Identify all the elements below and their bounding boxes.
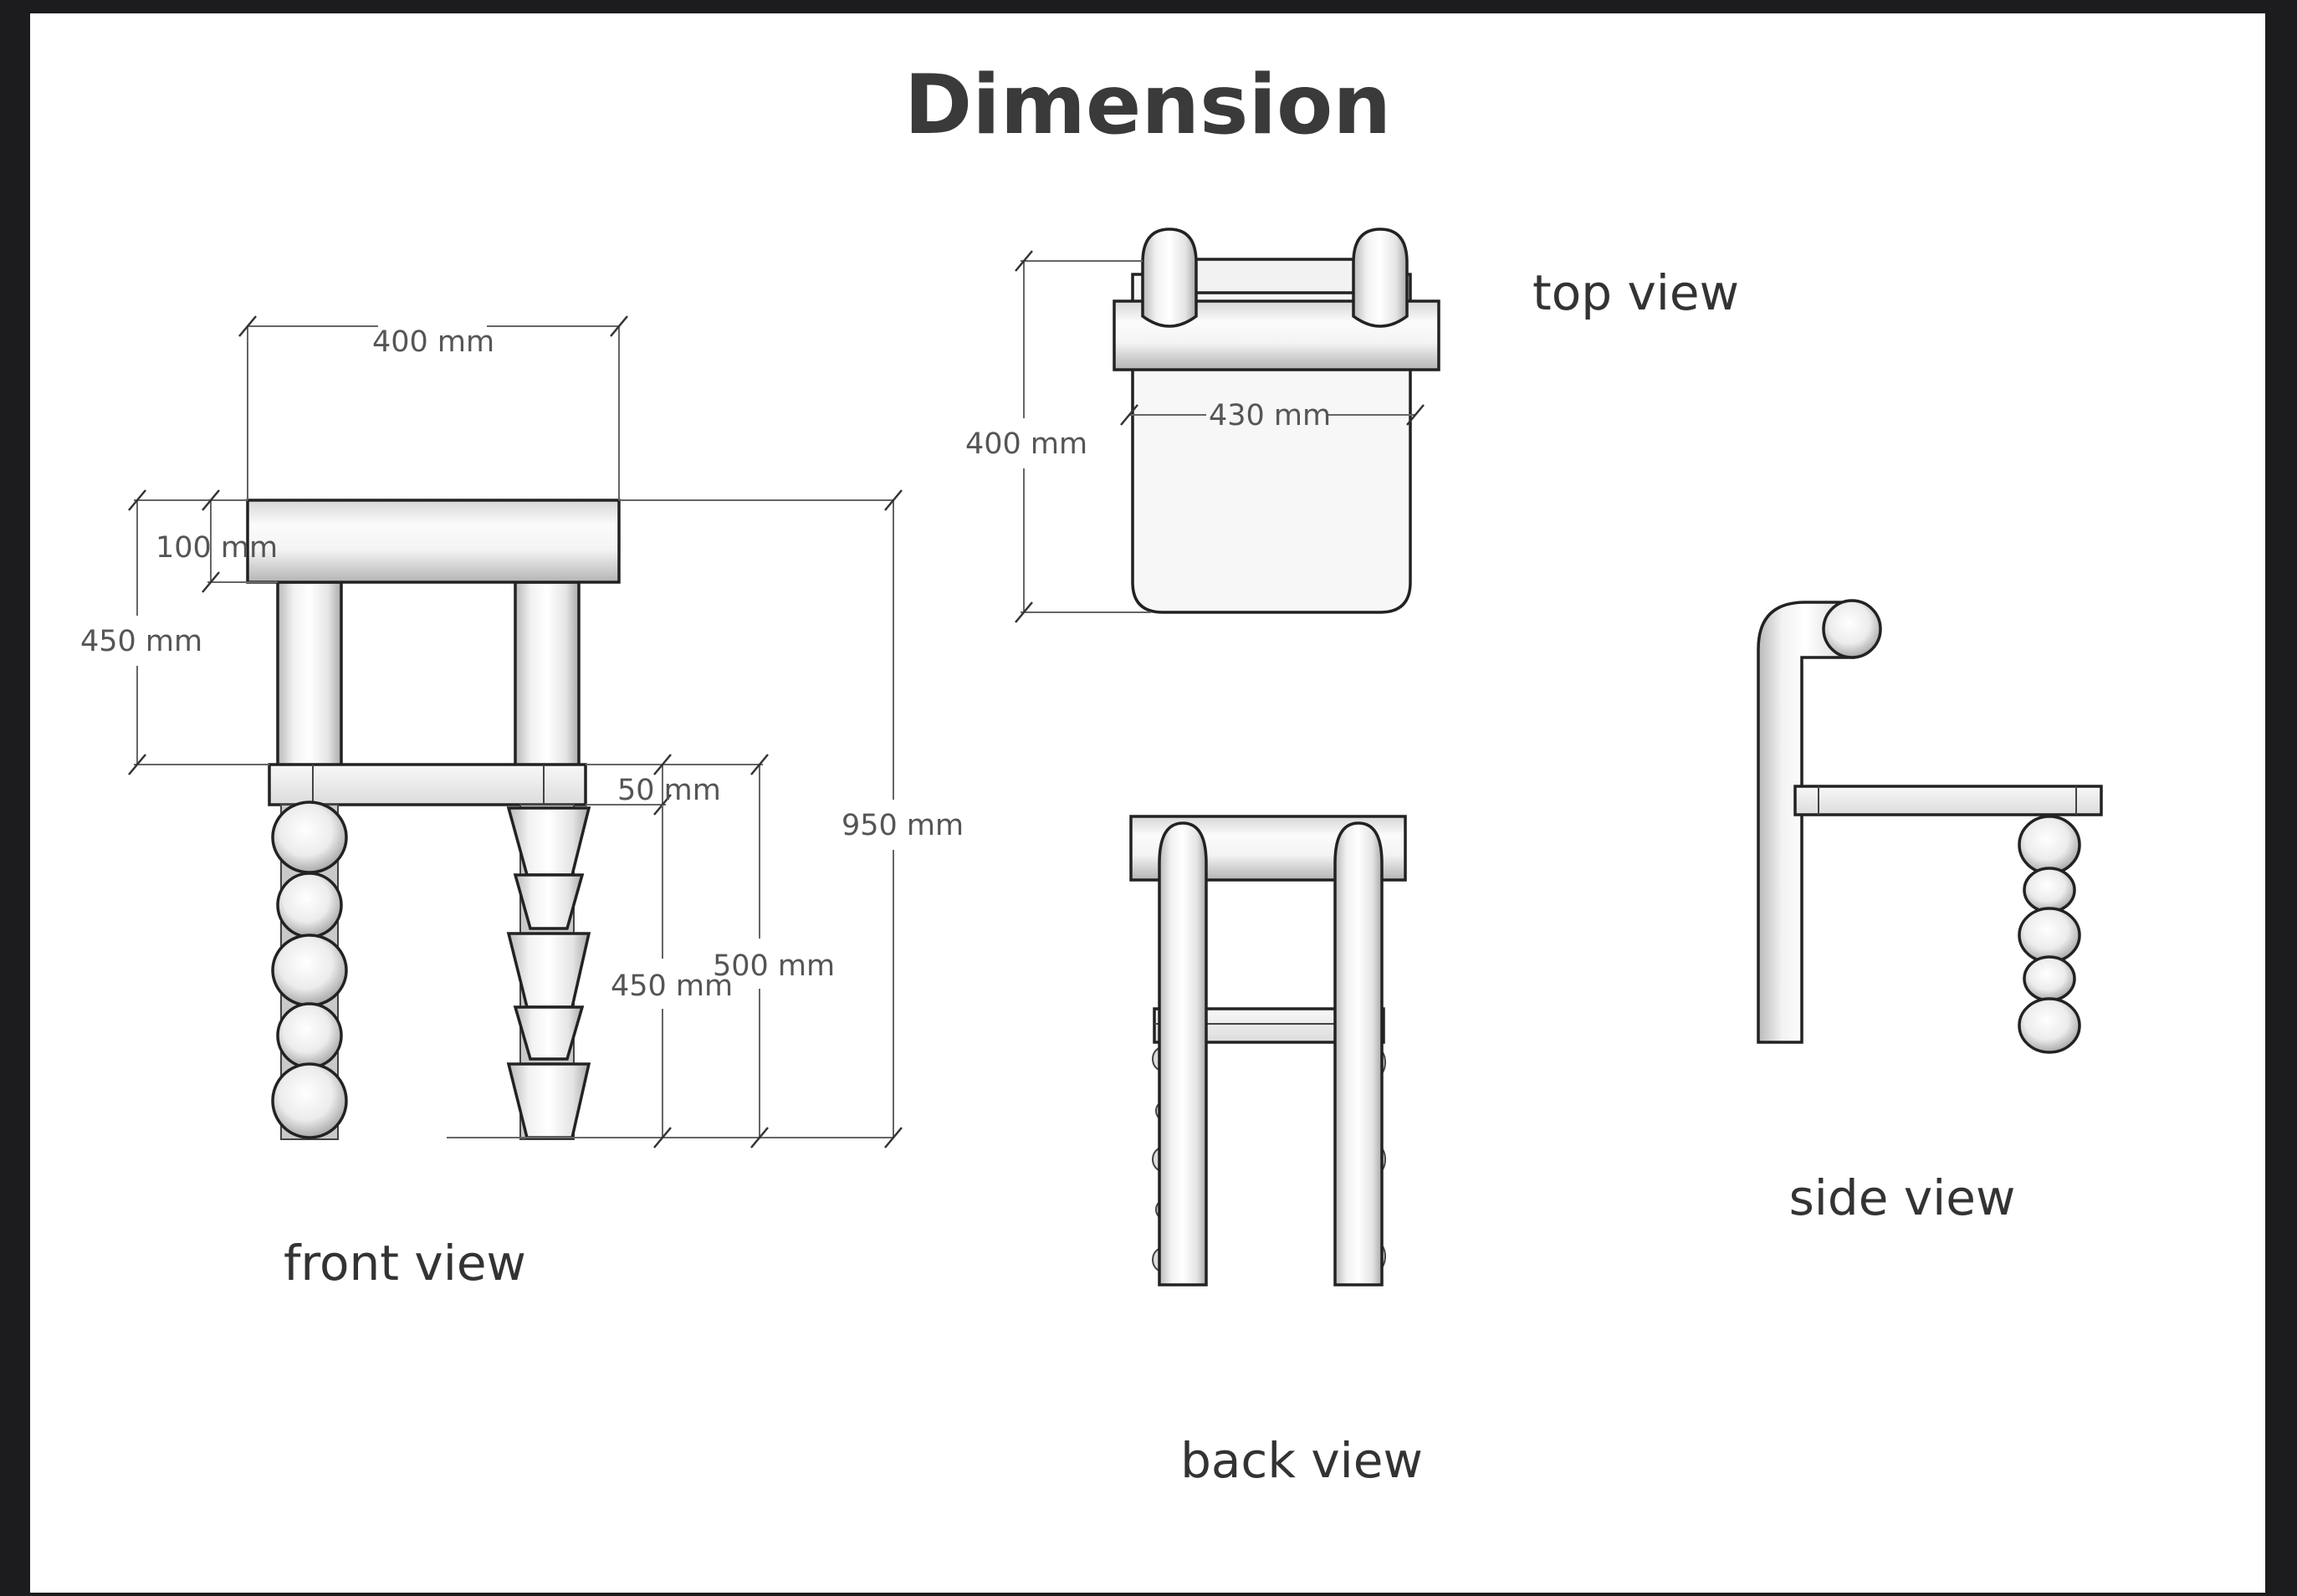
label-top-depth: 400 mm	[965, 427, 1087, 461]
dim-front-leg-height	[653, 805, 672, 1148]
dim-front-leg-total	[666, 754, 769, 1148]
label-front-leg-height: 450 mm	[611, 969, 733, 1003]
back-view: back view	[1129, 815, 1423, 1489]
label-front-leg-total: 500 mm	[713, 949, 835, 983]
side-backpost	[1757, 601, 1855, 1044]
front-left-upright	[276, 581, 343, 773]
label-front-seat-thickness: 50 mm	[617, 774, 721, 807]
dim-top-depth	[1015, 250, 1151, 623]
back-left-leg	[1158, 821, 1208, 1287]
label-front-seat-height: 450 mm	[80, 625, 202, 658]
page-title: Dimension	[903, 58, 1392, 153]
front-left-leg-balls	[271, 801, 348, 1139]
top-view: 430 mm 400 mm top view	[965, 228, 1739, 623]
label-front-total-height: 950 mm	[842, 809, 964, 842]
dim-top-width	[1120, 404, 1425, 426]
dim-front-width	[238, 315, 628, 500]
drawing-sheet: Dimension	[30, 13, 2265, 1593]
side-view: side view	[1757, 599, 2103, 1226]
dimension-drawing: 400 mm 100 mm 450 mm 950 mm 50 mm 450 mm…	[80, 228, 2103, 1489]
dim-front-total	[447, 489, 903, 1148]
front-view: 400 mm 100 mm 450 mm 950 mm 50 mm 450 mm…	[80, 315, 964, 1292]
front-right-upright	[514, 581, 581, 773]
front-backrest	[246, 499, 621, 584]
back-right-leg	[1333, 821, 1384, 1287]
side-front-leg-balls	[2018, 815, 2081, 1054]
side-seat	[1793, 785, 2103, 816]
top-left-post	[1141, 228, 1198, 328]
side-top-rail	[1822, 599, 1882, 659]
label-front-width: 400 mm	[372, 325, 494, 359]
side-view-label: side view	[1789, 1169, 2016, 1226]
label-front-backrest: 100 mm	[156, 531, 278, 565]
front-right-leg-cones	[506, 806, 591, 1139]
dim-front-backrest	[202, 489, 278, 593]
label-top-width: 430 mm	[1209, 399, 1331, 432]
front-seat	[268, 763, 587, 806]
top-view-label: top view	[1532, 264, 1739, 321]
front-view-label: front view	[284, 1235, 526, 1292]
dim-front-seat-height	[128, 489, 269, 775]
back-view-label: back view	[1180, 1432, 1423, 1489]
top-right-post	[1352, 228, 1409, 328]
